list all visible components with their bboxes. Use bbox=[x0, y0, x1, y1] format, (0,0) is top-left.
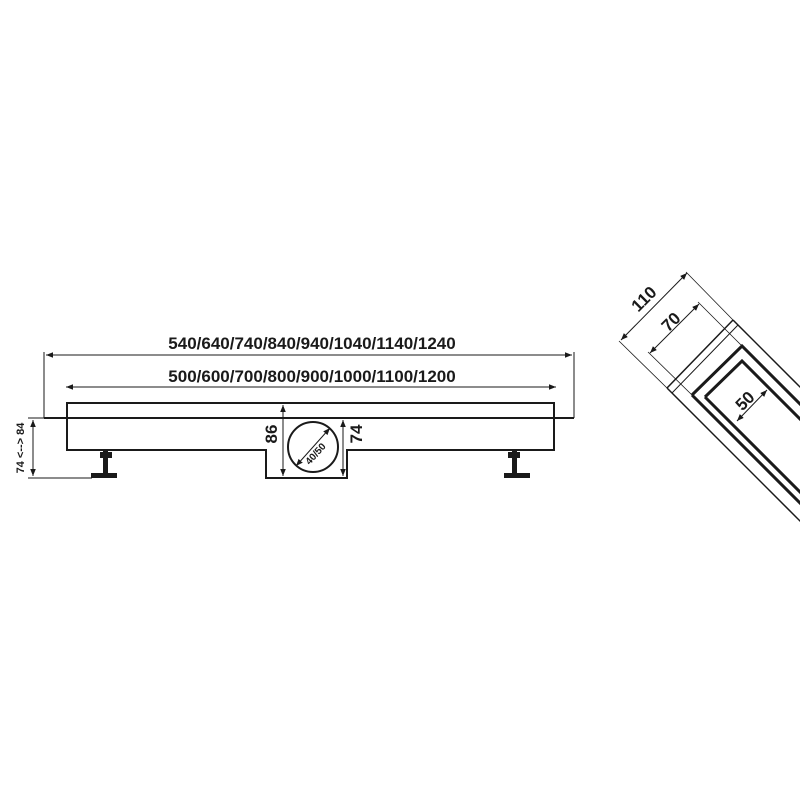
inner-width-label: 70 bbox=[658, 309, 685, 336]
channel-end-cap-inner bbox=[671, 324, 739, 394]
channel-body bbox=[66, 418, 555, 479]
grate-frame-inner bbox=[703, 358, 800, 495]
outlet-diameter-label: 40/50 bbox=[304, 441, 329, 467]
outer-width-label: 110 bbox=[628, 283, 661, 316]
channel-outer-edge-left bbox=[666, 387, 800, 523]
channel-outer-edge-right bbox=[732, 319, 800, 389]
height-range-label: 74 <--> 84 bbox=[15, 422, 27, 474]
channel-length-label: 500/600/700/800/900/1000/1100/1200 bbox=[168, 367, 455, 386]
total-depth-label: 86 bbox=[262, 425, 281, 444]
right-adjustable-foot bbox=[504, 450, 530, 478]
channel-end-cap bbox=[666, 319, 734, 389]
left-adjustable-foot bbox=[91, 450, 117, 478]
overall-length-label: 540/640/740/840/940/1040/1140/1240 bbox=[168, 334, 455, 353]
grate-plate bbox=[66, 402, 555, 419]
outlet-diameter-line bbox=[295, 427, 331, 467]
outlet-depth-label: 74 bbox=[347, 424, 366, 443]
section-view bbox=[618, 271, 800, 523]
grate-width-dimension-line bbox=[736, 389, 768, 422]
grate-width-label: 50 bbox=[732, 388, 759, 415]
outlet-circle bbox=[287, 421, 339, 473]
inner-width-dimension-line bbox=[649, 303, 700, 354]
front-view bbox=[28, 352, 575, 479]
